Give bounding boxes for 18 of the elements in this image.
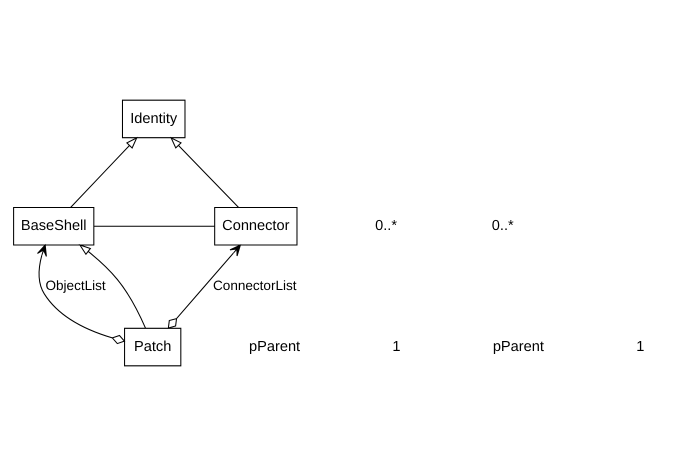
connector <box>93 225 214 226</box>
label: 1 <box>392 338 400 354</box>
arrow <box>167 244 240 328</box>
arrow <box>170 136 238 208</box>
edge-label: ObjectList <box>45 278 106 293</box>
arrow <box>36 244 125 344</box>
label: 0..* <box>374 218 397 234</box>
node-box: Patch <box>124 327 181 366</box>
label: pParent <box>492 338 544 354</box>
node-box: Connector <box>214 206 297 245</box>
arrow <box>78 244 146 328</box>
label: 0..* <box>491 218 514 234</box>
label: pParent <box>248 338 300 354</box>
node-box: Identity <box>121 99 185 138</box>
label: 1 <box>636 338 644 354</box>
edge-label: ConnectorList <box>212 278 296 293</box>
node-box: BaseShell <box>12 206 94 245</box>
arrow <box>70 136 138 208</box>
